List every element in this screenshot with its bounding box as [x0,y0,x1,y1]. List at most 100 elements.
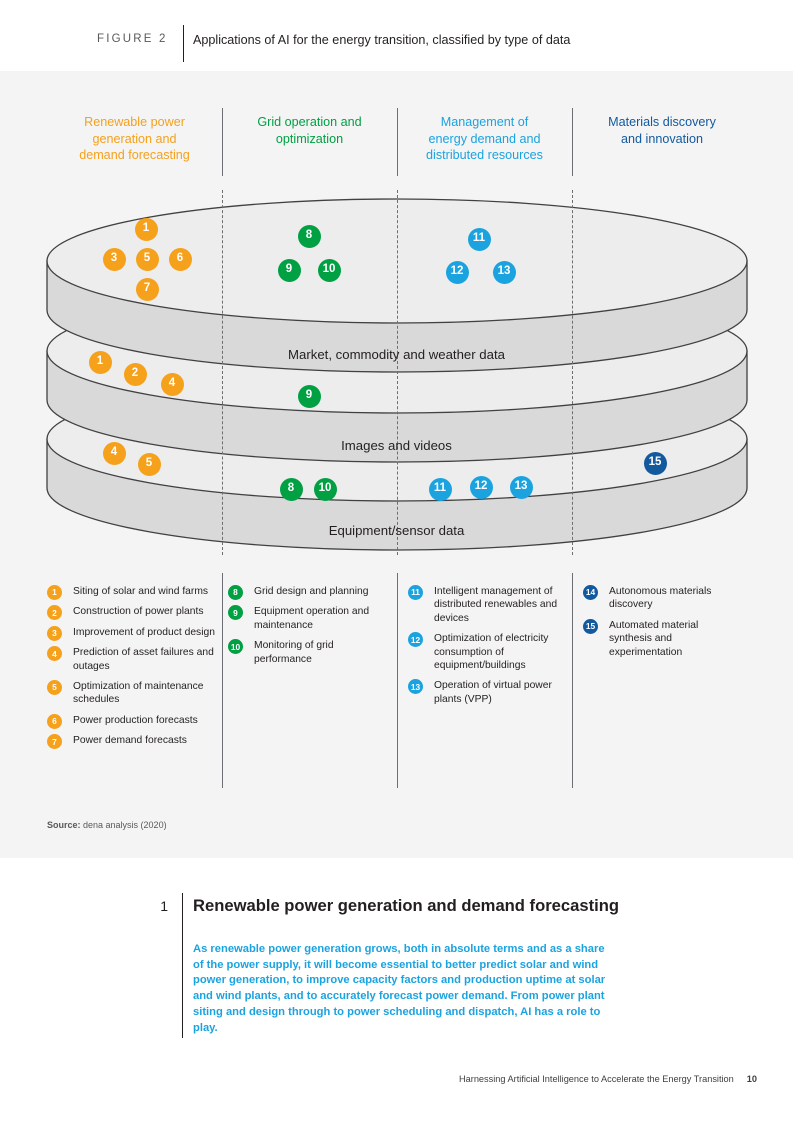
column-header-demand: Management of energy demand and distribute… [397,114,572,164]
disc-bubble-1: 1 [88,350,112,374]
disc-bubble-10: 10 [317,258,341,282]
legend-label: Grid design and planning [254,586,369,597]
source-note: Source: dena analysis (2020) [47,820,167,830]
disc-bubble-12: 12 [469,475,493,499]
figure-label: FIGURE 2 [97,33,168,45]
legend-label: Siting of solar and wind farms [73,586,209,597]
source-text: Source: dena analysis (2020) [47,820,167,830]
legend-item: 1 Siting of solar and wind farms [47,585,217,600]
legend-item: 3 Improvement of product design [47,625,217,641]
legend-badge-14: 14 [583,585,598,600]
disc-bubble-11: 11 [467,227,491,251]
legend-column-grid: 8 Grid design and planning 9 Equipment oper… [228,585,393,673]
figure-header: FIGURE 2 Applications of AI for the ener… [0,0,793,71]
legend-item: 4 Prediction of asset failures and outage… [47,646,217,673]
column-separator-1 [222,108,223,176]
legend-badge-8: 8 [228,585,243,600]
disc-divider-3 [572,190,573,555]
legend-label: Equipment operation and maintenance [254,606,370,631]
legend-label: Intelligent management of distributed re… [434,586,558,624]
disc-bubble-5: 5 [135,247,159,271]
section-body: As renewable power generation grows, bot… [193,943,606,1034]
legend-separator-2 [397,573,398,788]
legend-item: 2 Construction of power plants [47,605,217,621]
legend-badge-4: 4 [47,646,62,662]
legend-label: Prediction of asset failures and outages [73,647,214,672]
column-header-materials: Materials discovery and innovation [572,114,752,147]
legend-badge-10: 10 [228,639,243,655]
disc-bubble-4: 4 [160,372,184,396]
legend-badge-6: 6 [47,713,62,729]
legend-item: 6 Power production forecasts [47,713,217,729]
disc-bubble-10: 10 [313,477,337,501]
column-header-line: Grid operation and [257,115,362,129]
disc-bubble-12: 12 [445,260,469,284]
column-header-line: and innovation [621,131,703,146]
legend-label: Power demand forecasts [73,735,187,747]
legend-item: 11 Intelligent management of distributed … [408,585,568,625]
legend-label: Operation of virtual power plants (VPP) [434,680,552,705]
legend-badge-2: 2 [47,605,62,621]
legend-badge-1: 1 [47,585,62,600]
disc-bubble-11: 11 [428,477,452,501]
column-header-line: Management of [440,115,529,129]
disc-bubble-15: 15 [643,451,667,475]
legend-item: 7 Power demand forecasts [47,734,217,750]
section-title: Renewable power generation and demand fo… [193,896,619,915]
figure-header-divider [183,25,184,62]
figure-title: Applications of AI for the energy transi… [193,33,571,47]
disc-bubble-13: 13 [509,475,533,499]
legend-badge-11: 11 [408,585,423,600]
legend-badge-3: 3 [47,625,62,641]
disc-divider-2 [397,190,398,555]
legend-label: Autonomous materials discovery [609,586,712,611]
disc-divider-1 [222,190,223,555]
legend-separator-1 [222,573,223,788]
legend-badge-9: 9 [228,605,243,621]
legend-badge-15: 15 [583,618,598,634]
legend: 1 Siting of solar and wind farms 2 Construc… [0,560,793,800]
disc-bubble-1: 1 [134,217,158,241]
column-header-grid: Grid operation and optimization [222,114,397,147]
column-header-line: distributed resources [426,148,543,162]
disc-bubble-5: 5 [137,452,161,476]
legend-item: 8 Grid design and planning [228,585,393,600]
legend-label: Optimization of maintenance schedules [73,681,204,706]
legend-label: Power production forecasts [73,714,198,726]
legend-label: Improvement of product design [73,626,215,638]
disc-bubble-8: 8 [297,224,321,248]
disc-bubble-9: 9 [297,384,321,408]
column-header-line: demand forecasting [79,148,190,162]
legend-item: 10 Monitoring of grid performance [228,639,393,666]
column-header-line: generation and [92,131,177,146]
disc-bubble-13: 13 [492,260,516,284]
disc-bubble-6: 6 [168,247,192,271]
disc-label-images: Images and videos [341,438,452,453]
disc-bubble-2: 2 [123,362,147,386]
page-number: 10 [746,1074,757,1084]
section-divider [182,893,184,1038]
page-footer: Harnessing Artificial Intelligence to Ac… [0,1074,793,1084]
disc-bubble-3: 3 [102,247,126,271]
disc-bubble-4: 4 [102,441,126,465]
legend-label: Monitoring of grid performance [254,640,334,665]
legend-badge-5: 5 [47,680,62,696]
footer-title: Harnessing Artificial Intelligence to Ac… [459,1074,734,1084]
legend-separator-3 [572,573,573,788]
column-header-line: energy demand and [428,131,541,146]
disc-label-market: Market, commodity and weather data [288,347,505,362]
disc-bubble-8: 8 [279,477,303,501]
column-separator-3 [572,108,573,176]
legend-badge-7: 7 [47,734,62,750]
legend-label: Construction of power plants [73,606,204,618]
legend-item: 5 Optimization of maintenance schedules [47,680,217,707]
disc-bubble-7: 7 [135,277,159,301]
column-separator-2 [397,108,398,176]
disc-label-equipment: Equipment/sensor data [328,523,465,538]
column-header-line: Materials discovery [608,115,716,129]
column-header-line: optimization [275,131,344,146]
